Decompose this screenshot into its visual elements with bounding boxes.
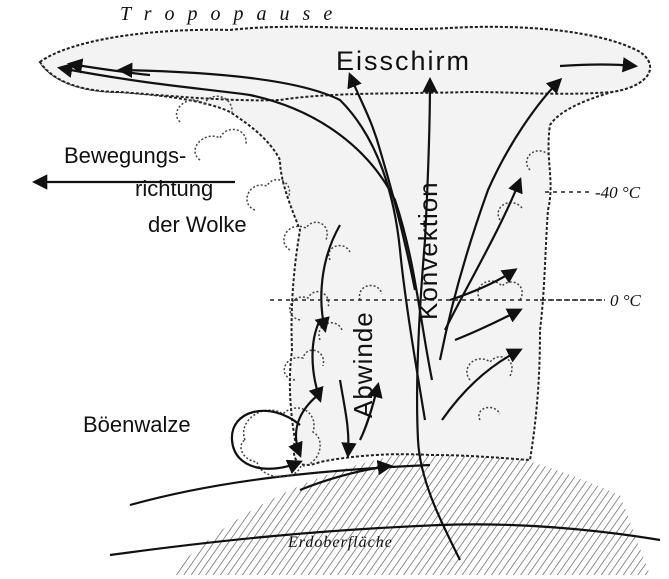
der-wolke-label: der Wolke (148, 212, 247, 237)
tropopause-label: T r o p o p a u s e (120, 3, 336, 25)
konvektion-label: Konvektion (413, 181, 443, 320)
eisschirm-label: Eisschirm (336, 46, 471, 76)
richtung-label: richtung (135, 176, 213, 201)
temp-zero-label: 0 °C (610, 291, 642, 310)
cloud-body (40, 27, 650, 465)
temp-minus40-label: -40 °C (595, 183, 641, 202)
ground-surface (110, 449, 660, 575)
erdoberflaeche-label: Erdoberfläche (287, 534, 393, 551)
bewegungs-label: Bewegungs- (64, 143, 186, 168)
abwinde-label: Abwinde (348, 311, 378, 418)
boenwalze-label: Böenwalze (83, 412, 191, 437)
